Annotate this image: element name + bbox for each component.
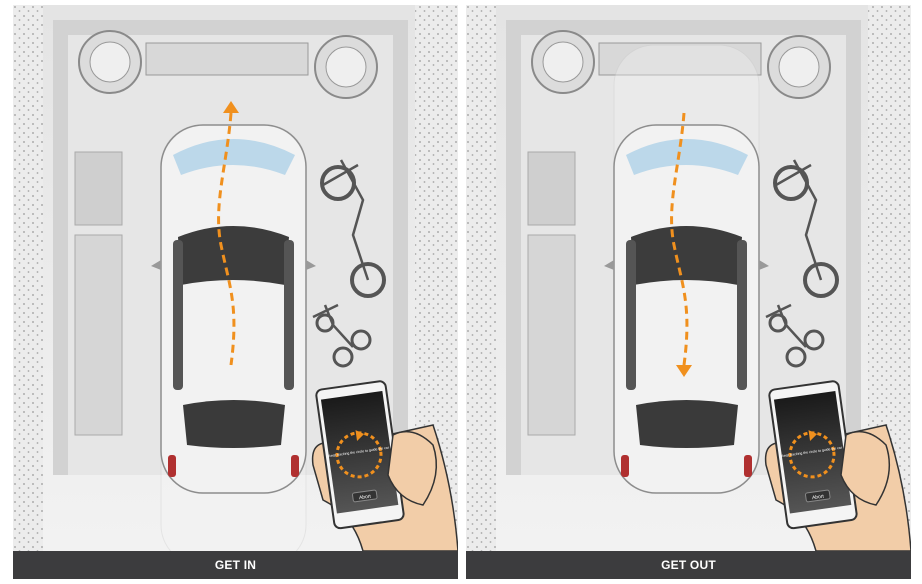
tricycle-icon xyxy=(765,303,825,368)
parking-illustration: Keep tracking the circle to guide the ca… xyxy=(13,5,458,551)
direction-arrow-icon xyxy=(223,101,239,113)
route-path xyxy=(670,112,689,366)
thumb xyxy=(387,430,438,506)
panel-get-in: Keep tracking the circle to guide the ca… xyxy=(13,5,458,579)
abort-label: Abort xyxy=(812,494,825,502)
panel-get-out: Keep tracking the circle to guide the ca… xyxy=(466,5,911,579)
tricycle-icon xyxy=(312,303,372,368)
cabinet xyxy=(527,234,576,436)
abort-button[interactable] xyxy=(805,489,831,503)
tire-icon xyxy=(314,35,378,99)
bicycle-icon xyxy=(320,159,386,298)
thumb xyxy=(840,430,891,506)
smartphone: Keep tracking the circle to guide the ca… xyxy=(768,380,858,530)
shelf xyxy=(598,42,762,76)
direction-arrow-icon xyxy=(676,365,692,377)
cabinet xyxy=(527,151,576,226)
panel-label: GET OUT xyxy=(466,551,911,579)
hand-with-phone: Keep tracking the circle to guide the ca… xyxy=(764,380,911,551)
shelf xyxy=(145,42,309,76)
bicycle-icon xyxy=(773,159,839,298)
cabinet xyxy=(74,151,123,226)
tire-icon xyxy=(531,30,595,94)
smartphone: Keep tracking the circle to guide the ca… xyxy=(315,380,405,530)
parking-illustration: Keep tracking the circle to guide the ca… xyxy=(466,5,911,551)
panel-label: GET IN xyxy=(13,551,458,579)
abort-label: Abort xyxy=(359,494,372,502)
tire-icon xyxy=(78,30,142,94)
abort-button[interactable] xyxy=(352,489,378,503)
route-path xyxy=(217,112,236,366)
cabinet xyxy=(74,234,123,436)
hand-with-phone: Keep tracking the circle to guide the ca… xyxy=(311,380,458,551)
tire-icon xyxy=(767,35,831,99)
